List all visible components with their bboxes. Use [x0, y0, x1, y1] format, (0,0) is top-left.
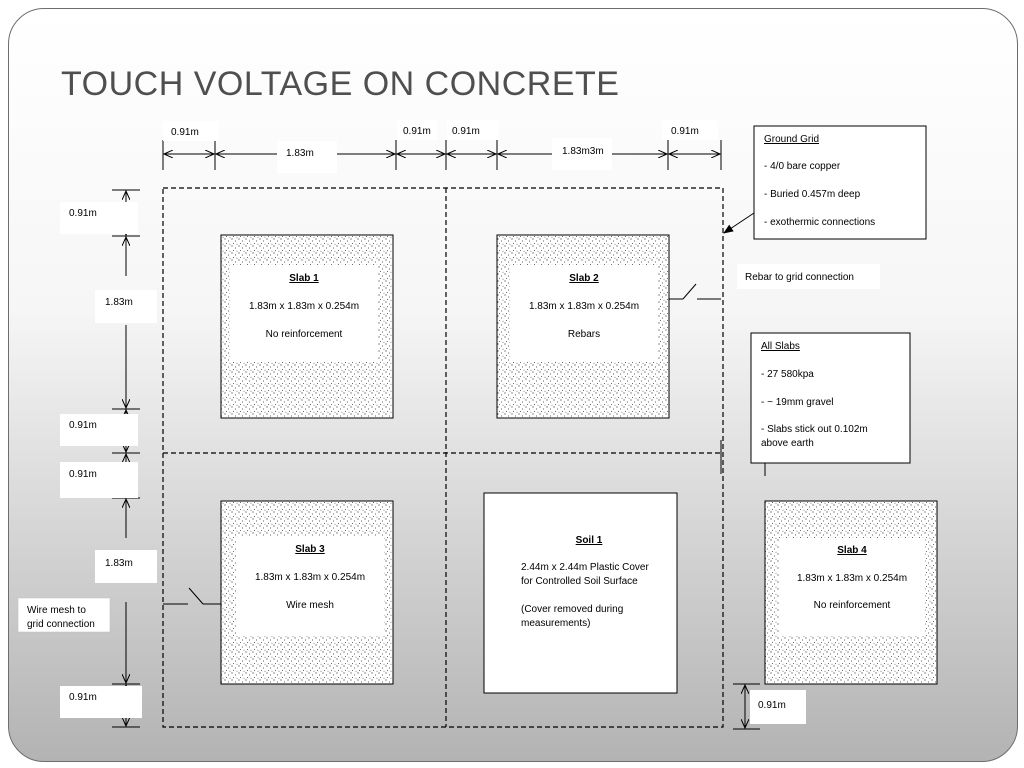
dim-left-3: 0.91m [69, 420, 97, 431]
slab-3-size: 1.83m x 1.83m x 0.254m [255, 572, 365, 583]
dim-left-6: 0.91m [69, 692, 97, 703]
dim-top-3: 0.91m [403, 126, 431, 137]
slab-2: Slab 2 1.83m x 1.83m x 0.254m Rebars [496, 234, 670, 419]
ground-grid-line-3: - exothermic connections [764, 217, 875, 228]
ground-grid-line-2: - Buried 0.457m deep [764, 189, 861, 200]
ground-grid-arrow [723, 212, 755, 234]
dim-left-5: 1.83m [105, 558, 133, 569]
ground-grid-box: Ground Grid - 4/0 bare copper - Buried 0… [723, 125, 927, 240]
all-slabs-line-2: - ~ 19mm gravel [761, 397, 834, 408]
ground-grid-title: Ground Grid [764, 134, 819, 145]
slab-4: Slab 4 1.83m x 1.83m x 0.254m No reinfor… [764, 500, 938, 685]
slab-3: Slab 3 1.83m x 1.83m x 0.254m Wire mesh [220, 500, 394, 685]
soil-1-name: Soil 1 [576, 535, 603, 546]
slab-2-desc: Rebars [568, 329, 600, 340]
dim-top-1: 0.91m [171, 127, 199, 138]
soil-1-line-4: (Cover removed during [521, 604, 623, 615]
dim-left-4: 0.91m [69, 469, 97, 480]
slab-2-name: Slab 2 [569, 273, 599, 284]
left-dimension-line [112, 189, 140, 728]
dim-bottom-right: 0.91m [758, 700, 786, 711]
slab-1-desc: No reinforcement [266, 329, 343, 340]
rebar-connection-label: Rebar to grid connection [745, 272, 854, 283]
ground-grid-outline [162, 187, 724, 728]
all-slabs-title: All Slabs [761, 341, 800, 352]
dim-top-4: 0.91m [452, 126, 480, 137]
soil-1-line-5: measurements) [521, 618, 590, 629]
dim-top-5: 1.83m3m [562, 146, 604, 157]
slab-3-name: Slab 3 [295, 544, 325, 555]
ground-grid-line-1: - 4/0 bare copper [764, 161, 841, 172]
dim-left-1: 0.91m [69, 208, 97, 219]
all-slabs-line-3: - Slabs stick out 0.102m [761, 424, 868, 435]
rebar-connection: Rebar to grid connection [669, 264, 880, 300]
slab-4-desc: No reinforcement [814, 600, 891, 611]
dim-top-6: 0.91m [671, 126, 699, 137]
bottom-right-dimension: 0.91m [733, 683, 806, 730]
slab-1-size: 1.83m x 1.83m x 0.254m [249, 301, 359, 312]
slab-1-name: Slab 1 [289, 273, 319, 284]
slab-3-desc: Wire mesh [286, 600, 334, 611]
soil-1: Soil 1 2.44m x 2.44m Plastic Cover for C… [483, 492, 678, 694]
all-slabs-line-1: - 27 580kpa [761, 369, 814, 380]
slab-1: Slab 1 1.83m x 1.83m x 0.254m No reinfor… [220, 234, 394, 419]
slab-4-name: Slab 4 [837, 545, 867, 556]
dim-left-2: 1.83m [105, 297, 133, 308]
all-slabs-box: All Slabs - 27 580kpa - ~ 19mm gravel - … [720, 332, 911, 476]
wire-mesh-label-2: grid connection [27, 619, 95, 630]
dim-top-2: 1.83m [286, 148, 314, 159]
slab-4-size: 1.83m x 1.83m x 0.254m [797, 573, 907, 584]
top-dimension-line [162, 140, 722, 170]
left-dimension-labels: 0.91m 1.83m 0.91m 0.91m 1.83m 0.91m [60, 202, 157, 718]
all-slabs-line-4: above earth [761, 438, 814, 449]
wire-mesh-label-1: Wire mesh to [27, 605, 86, 616]
top-dimension-labels: 0.91m 1.83m 0.91m 0.91m 1.83m3m 0.91m [163, 120, 718, 173]
wire-mesh-connection: Wire mesh to grid connection [17, 587, 221, 633]
slab-2-size: 1.83m x 1.83m x 0.254m [529, 301, 639, 312]
slide-title: TOUCH VOLTAGE ON CONCRETE [61, 65, 620, 103]
soil-1-line-2: for Controlled Soil Surface [521, 576, 638, 587]
soil-1-line-1: 2.44m x 2.44m Plastic Cover [521, 562, 649, 573]
